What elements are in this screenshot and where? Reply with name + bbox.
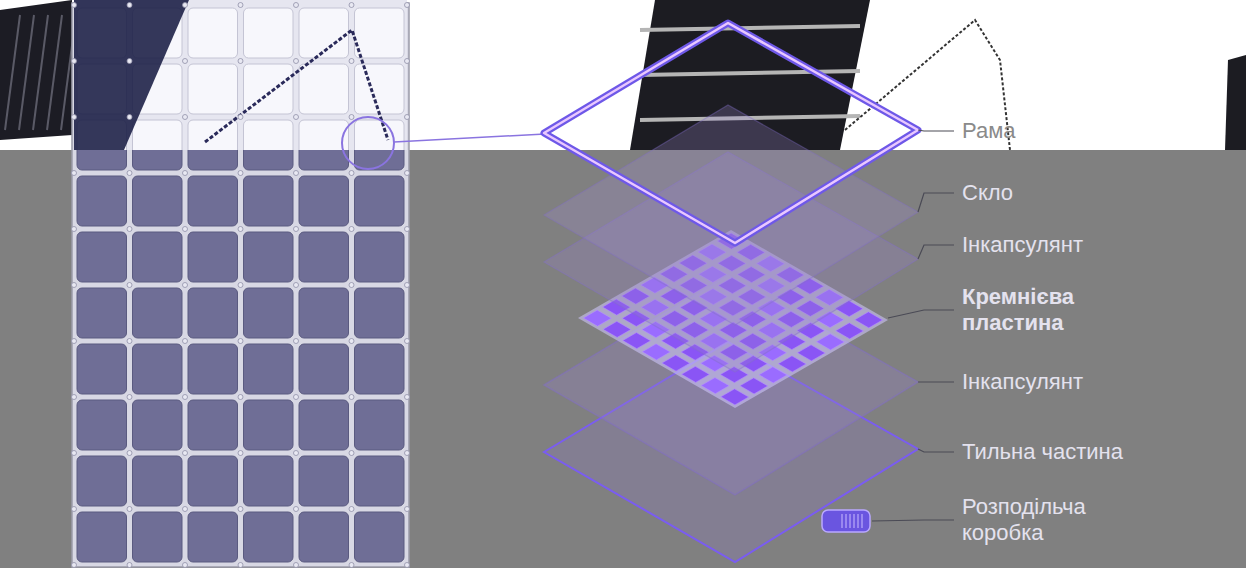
leader-line — [918, 245, 954, 259]
part-label: Кремнієва пластина — [962, 284, 1112, 337]
highlight-circle — [342, 117, 394, 169]
part-label: Розподільча коробка — [962, 494, 1112, 547]
part-label: Тильна частина — [962, 439, 1212, 465]
leader-line — [918, 193, 954, 212]
leader-line — [918, 381, 954, 382]
part-label: Скло — [962, 180, 1162, 206]
leader-line — [918, 449, 954, 452]
zoom-line — [394, 134, 545, 142]
solar-panel — [72, 0, 410, 568]
photo-band — [0, 0, 1246, 150]
leader-lines — [872, 130, 954, 521]
exploded-layers — [544, 23, 918, 562]
photo-fragment — [0, 0, 1246, 150]
leader-line — [888, 310, 954, 318]
part-label: Інкапсулянт — [962, 369, 1162, 395]
leader-line — [918, 130, 954, 131]
leader-line — [872, 520, 954, 521]
part-label: Рама — [962, 118, 1162, 144]
part-label: Інкапсулянт — [962, 232, 1162, 258]
